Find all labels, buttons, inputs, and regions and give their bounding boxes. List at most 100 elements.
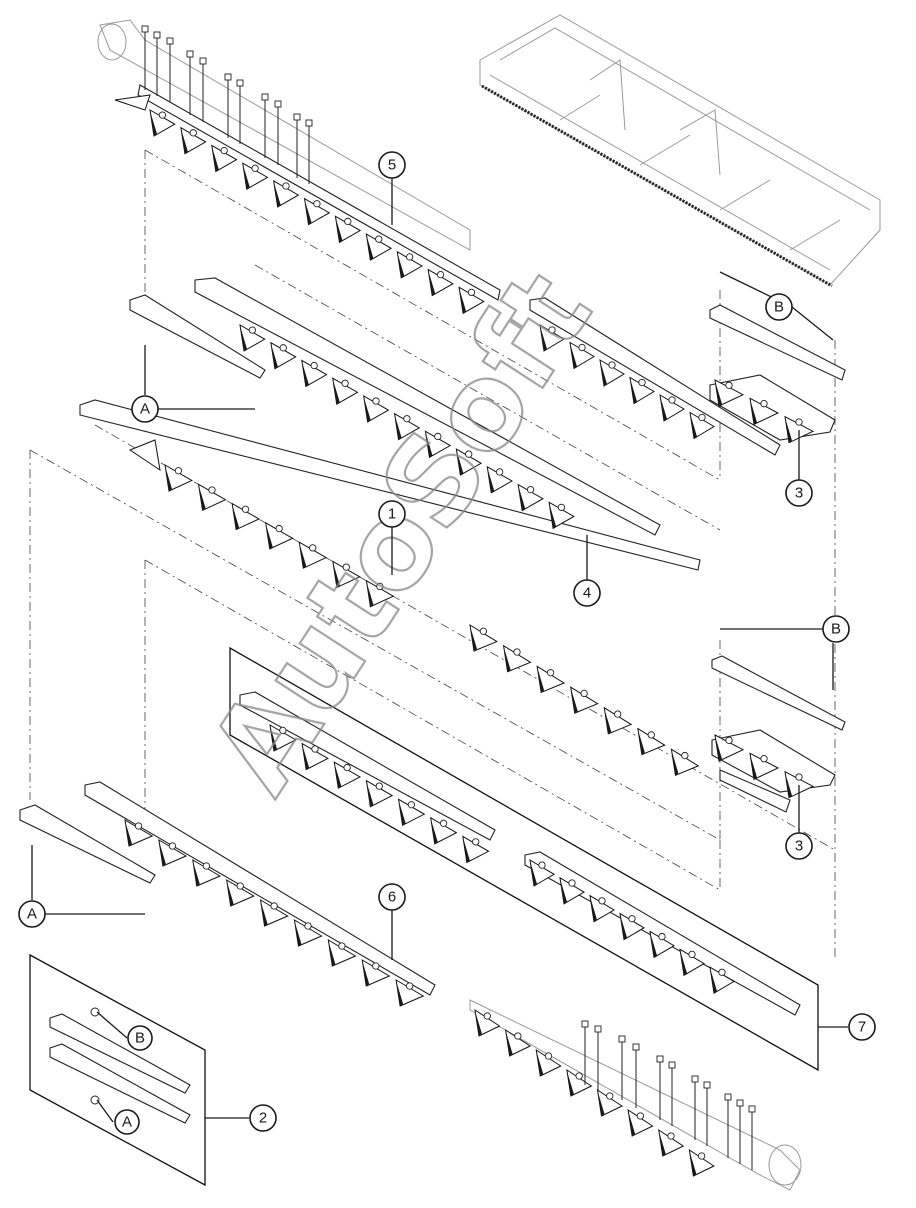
bolt-layer <box>134 25 803 1170</box>
bolt-head <box>594 1025 602 1033</box>
rivet <box>578 343 586 352</box>
rivet <box>658 932 666 941</box>
knife-tooth-edge <box>751 757 757 780</box>
rivet <box>608 361 616 369</box>
callout-a-kit: A <box>114 1109 140 1135</box>
rivet <box>598 897 606 905</box>
knife-tooth-edge <box>571 346 577 369</box>
callout-a-upper-label: A <box>140 401 150 418</box>
knife-tooth-edge <box>336 220 343 243</box>
rivet <box>725 381 733 389</box>
knife-tooth-edge <box>471 629 477 651</box>
knife-tooth-edge <box>621 917 627 940</box>
knife-tooth-edge <box>367 584 374 607</box>
knife-section-5 <box>97 19 501 301</box>
callout-b-upper: B <box>765 293 793 321</box>
knife-tooth-edge <box>651 935 657 958</box>
header-frame-illustration <box>479 14 881 288</box>
knife-tooth-edge <box>476 1014 482 1036</box>
rivet <box>467 288 476 297</box>
knife-tooth-edge <box>561 881 567 904</box>
rivet <box>236 882 244 890</box>
knife-tooth-edge <box>271 729 277 751</box>
knife-tooth-edge <box>227 884 234 906</box>
knife-tooth-edge <box>363 964 370 986</box>
knife-tooth-edge <box>504 649 511 672</box>
rivet <box>546 669 555 677</box>
knife-tooth-edge <box>126 824 132 846</box>
knife-tooth-edge <box>303 747 310 770</box>
knife-tooth-edge <box>335 766 342 789</box>
rivet <box>251 164 259 172</box>
knife-tooth-edge <box>233 507 240 530</box>
knife-tooth-edge <box>537 1054 544 1076</box>
callout-7-label: 7 <box>858 1019 866 1036</box>
knife-tooth-edge <box>166 469 172 491</box>
knife-tooth-edge <box>395 417 402 440</box>
rivet <box>760 400 768 408</box>
knife-tooth-edge <box>690 1154 697 1176</box>
rivet <box>372 962 380 970</box>
knife-tooth-edge <box>431 821 438 844</box>
rivet <box>568 879 576 887</box>
rivet <box>279 344 287 352</box>
rivet <box>275 524 283 533</box>
rivet <box>538 861 546 869</box>
rivet <box>795 773 803 781</box>
knife-tooth-edge <box>541 329 547 351</box>
rivet <box>575 1072 583 1080</box>
knife-tooth-edge <box>426 435 433 458</box>
knife-tooth-edge <box>681 953 687 976</box>
rivet <box>282 182 290 190</box>
callout-a-lower: A <box>18 900 46 928</box>
construction-lines <box>29 149 836 960</box>
bolt-head <box>166 37 174 45</box>
knife-tooth-edge <box>672 753 679 776</box>
knife-section-6 <box>84 781 436 996</box>
bolt-head <box>656 1055 664 1063</box>
rivet <box>638 378 646 387</box>
bolt-head <box>199 57 207 65</box>
knife-tooth-edge <box>295 924 302 946</box>
bolt-head <box>274 100 282 108</box>
rivet <box>220 146 228 155</box>
bar-set-3-upper <box>529 297 846 456</box>
bolt-head <box>724 1093 732 1101</box>
knife-tooth-edge <box>598 1094 605 1116</box>
knife-tooth-edge <box>631 381 637 404</box>
knife-tooth-edge <box>241 329 247 351</box>
rivet <box>313 200 321 208</box>
rivet <box>405 253 414 261</box>
kit-frame-2 <box>29 953 206 1187</box>
callout-b-kit: B <box>127 1025 153 1051</box>
bolt-head <box>691 1075 699 1083</box>
knife-tooth-edge <box>786 775 792 798</box>
knife-tooth-edge <box>716 739 722 761</box>
knife-tooth-edge <box>571 691 578 714</box>
knife-tooth-edge <box>305 202 312 225</box>
knife-tooth-edge <box>550 506 557 529</box>
rivet <box>636 1112 645 1120</box>
rivet <box>557 503 566 512</box>
knife-tooth-edge <box>271 346 278 369</box>
rivet <box>342 563 350 571</box>
callout-5-label: 5 <box>388 157 396 174</box>
bolt-head <box>668 1061 676 1069</box>
callout-3-upper: 3 <box>785 479 813 507</box>
rivet <box>718 968 726 976</box>
callout-a-lower-label: A <box>27 906 37 923</box>
rivet <box>436 270 445 279</box>
rivet <box>439 819 448 827</box>
rivet <box>304 922 312 930</box>
callout-2-label: 2 <box>259 1110 267 1127</box>
knife-tooth-edge <box>661 399 667 421</box>
rivet <box>343 763 351 772</box>
knife-tooth-edge <box>266 526 273 549</box>
rivet <box>403 415 411 423</box>
knife-tooth-edge <box>199 488 206 511</box>
callout-b-kit-label: B <box>135 1030 145 1047</box>
knife-tooth-edge <box>399 803 406 826</box>
rivet <box>614 710 622 718</box>
rivet <box>647 731 655 739</box>
knife-tooth-edge <box>519 488 526 511</box>
